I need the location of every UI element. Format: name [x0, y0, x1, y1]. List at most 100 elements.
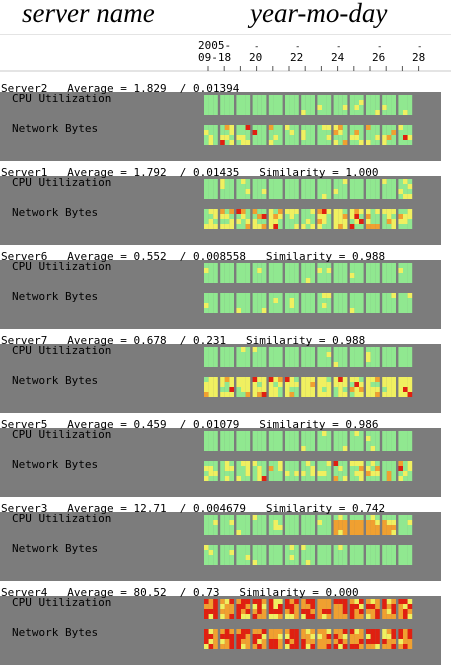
heatmap-cell — [386, 135, 392, 140]
heatmap-cell — [252, 515, 258, 520]
heatmap-cell — [382, 634, 387, 639]
heatmap-cell — [310, 135, 315, 140]
heatmap-cell — [398, 634, 403, 639]
heatmap-cell — [342, 184, 348, 189]
heatmap-cell — [398, 431, 403, 436]
heatmap-cell — [220, 466, 225, 471]
heatmap-cell — [224, 308, 230, 313]
network-day-cell — [398, 209, 413, 229]
heatmap-cell — [333, 545, 339, 550]
heatmap-cell — [382, 95, 387, 100]
heatmap-cell — [257, 550, 262, 555]
heatmap-cell — [273, 550, 278, 555]
heatmap-cell — [317, 263, 322, 268]
heatmap-cell — [359, 382, 364, 387]
heatmap-cell — [268, 392, 274, 397]
heatmap-cell — [317, 268, 322, 273]
heatmap-cell — [208, 431, 214, 436]
heatmap-cell — [285, 629, 290, 634]
heatmap-cell — [407, 431, 413, 436]
network-day-cell — [349, 293, 364, 313]
heatmap-cell — [366, 431, 371, 436]
heatmap-cell — [342, 446, 348, 451]
heatmap-cell — [317, 471, 322, 476]
heatmap-cell — [310, 604, 315, 609]
heatmap-cell — [375, 130, 380, 135]
heatmap-cell — [349, 110, 355, 115]
cpu-day-cell — [317, 263, 332, 283]
heatmap-cell — [301, 431, 306, 436]
heatmap-cell — [204, 130, 209, 135]
heatmap-cell — [366, 293, 371, 298]
network-day-cell — [398, 461, 413, 481]
heatmap-cell — [208, 303, 214, 308]
heatmap-cell — [338, 362, 343, 367]
heatmap-cell — [375, 278, 380, 283]
cpu-day-cell — [301, 179, 315, 199]
heatmap-cell — [359, 525, 364, 530]
heatmap-cell — [241, 189, 246, 194]
heatmap-cell — [241, 530, 246, 535]
heatmap-cell — [268, 604, 274, 609]
heatmap-cell — [245, 461, 251, 466]
heatmap-cell — [310, 278, 315, 283]
heatmap-cell — [252, 184, 258, 189]
heatmap-cell — [245, 293, 251, 298]
heatmap-cell — [398, 471, 403, 476]
heatmap-cell — [370, 515, 376, 520]
heatmap-cell — [294, 209, 299, 214]
heatmap-cell — [285, 194, 290, 199]
heatmap-cell — [252, 471, 258, 476]
heatmap-cell — [220, 629, 225, 634]
heatmap-cell — [398, 525, 403, 530]
heatmap-cell — [213, 105, 218, 110]
heatmap-cell — [407, 362, 413, 367]
heatmap-cell — [382, 357, 387, 362]
heatmap-cell — [386, 639, 392, 644]
heatmap-cell — [366, 130, 371, 135]
heatmap-cell — [322, 609, 327, 614]
heatmap-cell — [273, 377, 278, 382]
heatmap-cell — [310, 105, 315, 110]
heatmap-cell — [398, 308, 403, 313]
heatmap-cell — [301, 466, 306, 471]
heatmap-cell — [301, 189, 306, 194]
heatmap-cell — [236, 135, 241, 140]
heatmap-cell — [294, 184, 299, 189]
heatmap-cell — [224, 140, 230, 145]
heatmap-cell — [305, 644, 311, 649]
heatmap-cell — [213, 278, 218, 283]
heatmap-cell — [391, 357, 396, 362]
heatmap-cell — [391, 135, 396, 140]
heatmap-cell — [322, 634, 327, 639]
heatmap-cell — [354, 555, 359, 560]
heatmap-cell — [213, 629, 218, 634]
cpu-day-cell — [220, 347, 234, 367]
heatmap-cell — [310, 298, 315, 303]
heatmap-cell — [391, 599, 396, 604]
heatmap-cell — [204, 431, 209, 436]
heatmap-cell — [407, 140, 413, 145]
heatmap-cell — [224, 629, 230, 634]
heatmap-cell — [305, 525, 311, 530]
heatmap-cell — [386, 599, 392, 604]
heatmap-cell — [208, 110, 214, 115]
heatmap-cell — [398, 476, 403, 481]
heatmap-cell — [305, 298, 311, 303]
cpu-utilization-label: CPU Utilization — [12, 512, 112, 525]
heatmap-cell — [354, 609, 359, 614]
heatmap-cell — [391, 184, 396, 189]
heatmap-cell — [257, 273, 262, 278]
heatmap-cell — [268, 303, 274, 308]
heatmap-cell — [268, 550, 274, 555]
heatmap-cell — [322, 125, 327, 130]
heatmap-cell — [229, 476, 234, 481]
heatmap-cell — [333, 634, 339, 639]
heatmap-cell — [407, 555, 413, 560]
heatmap — [204, 515, 413, 565]
heatmap-cell — [317, 95, 322, 100]
heatmap-cell — [342, 560, 348, 565]
heatmap-cell — [370, 382, 376, 387]
heatmap-cell — [333, 130, 339, 135]
